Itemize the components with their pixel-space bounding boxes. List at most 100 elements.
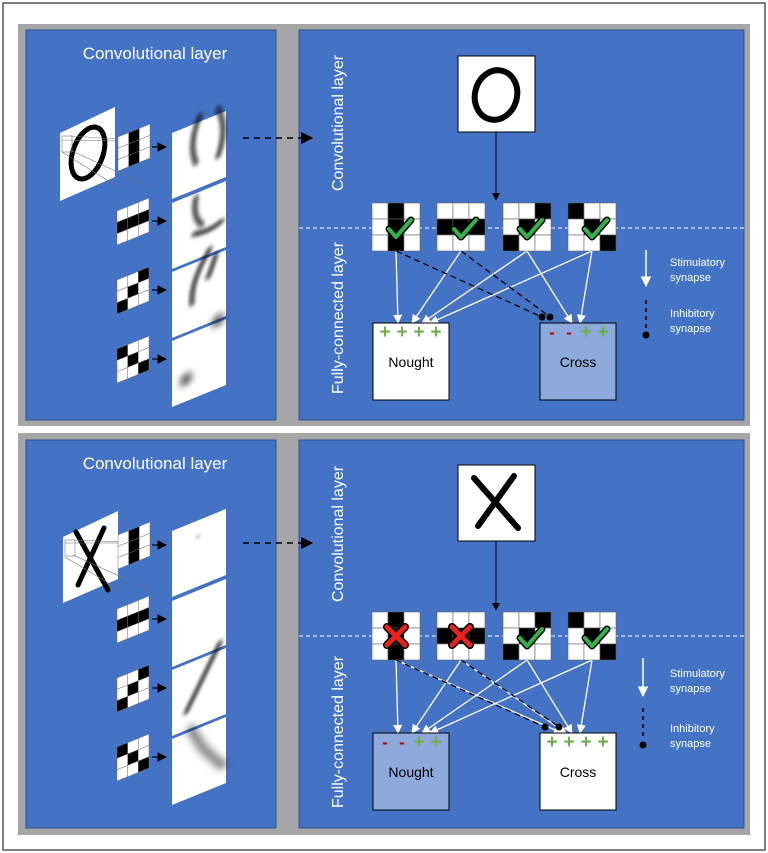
conv-filter-3 (502, 202, 552, 252)
output-box (372, 732, 450, 811)
left-title: Convolutional layer (83, 454, 228, 473)
receptive-field-lines (64, 539, 151, 591)
feature-map-3 (172, 640, 226, 736)
left-panel (25, 439, 277, 829)
left-filter-2 (116, 197, 150, 246)
plus-sign: + (580, 322, 591, 343)
left-filter-4 (116, 335, 150, 384)
conv-filter-2 (436, 202, 486, 252)
input-sample-digit (471, 473, 521, 531)
output-box (539, 322, 617, 401)
plus-sign: + (430, 732, 441, 753)
inhibitory-terminal (538, 313, 546, 321)
stimulatory-synapse (526, 250, 573, 324)
check-icon (387, 218, 413, 239)
feature-map-2 (172, 579, 226, 667)
stimulatory-synapse (393, 250, 403, 324)
output-label: Cross (560, 764, 597, 780)
stimulatory-synapse (526, 659, 573, 734)
plus-sign: + (597, 732, 608, 753)
output-box (539, 732, 617, 811)
output-nought: Nought++++ (372, 322, 450, 401)
left-title: Convolutional layer (83, 44, 228, 63)
minus-sign: - (382, 733, 388, 752)
left-filter-3 (116, 266, 150, 315)
conv-filter-3 (502, 611, 552, 661)
left-filter-1 (117, 123, 151, 172)
stimulatory-synapse (421, 659, 528, 734)
plus-sign: + (396, 322, 407, 343)
left-filter-1 (117, 521, 151, 570)
feature-map-2 (172, 181, 226, 269)
check-icon (518, 218, 544, 239)
input-digit (68, 124, 108, 182)
stimulatory-synapse (393, 659, 403, 734)
left-filter-3 (116, 664, 150, 713)
conv-layer-label: Convolutional layer (330, 465, 347, 602)
feature-map-1 (172, 106, 226, 199)
plus-sign: + (430, 322, 441, 343)
inhibitory-terminal (555, 723, 563, 731)
panel-nought: Convolutional layer Convolutional layer … (18, 24, 750, 426)
stimulatory-synapse (411, 250, 462, 324)
inhibitory-terminal (541, 723, 549, 731)
left-filter-4 (116, 733, 150, 782)
plus-sign: + (597, 322, 608, 343)
left-panel (25, 29, 277, 421)
output-cross: Cross++++ (539, 732, 617, 811)
input-sample-digit (471, 67, 521, 123)
conv-layer-label: Convolutional layer (330, 54, 347, 191)
cross-icon (383, 623, 409, 649)
plus-sign: + (563, 732, 574, 753)
synapses (393, 250, 593, 324)
stimulatory-synapse (411, 659, 462, 734)
plus-sign: + (413, 322, 424, 343)
inhibitory-synapse (395, 250, 543, 318)
inhibitory-synapse (395, 659, 546, 728)
minus-sign: - (399, 733, 405, 752)
check-icon (452, 218, 478, 239)
conv-filter-4 (567, 202, 617, 252)
check-icon (583, 627, 609, 648)
stimulatory-synapse (429, 250, 593, 324)
feature-map-3 (172, 246, 226, 338)
fc-layer-label: Fully-connected layer (330, 655, 347, 808)
fc-layer-label: Fully-connected layer (330, 241, 347, 394)
output-cross: Cross--++ (539, 322, 617, 401)
check-icon (518, 627, 544, 648)
minus-sign: - (566, 323, 572, 342)
output-nought: Nought--++ (372, 732, 450, 811)
stimulatory-synapse (576, 250, 593, 324)
conv-filter-1 (371, 202, 421, 252)
inhibitory-synapse (460, 250, 551, 318)
left-filter-2 (116, 595, 150, 644)
feature-map-1 (172, 509, 226, 597)
feature-map-4 (172, 315, 226, 407)
output-label: Cross (560, 354, 597, 370)
inhibitory-terminal (546, 313, 554, 321)
plus-sign: + (580, 732, 591, 753)
output-label: Nought (388, 764, 433, 780)
stimulatory-synapse (429, 659, 593, 734)
panel-cross: Convolutional layer Convolutional layer … (18, 433, 750, 835)
check-icon (583, 218, 609, 239)
plus-sign: + (546, 732, 557, 753)
input-digit (73, 525, 111, 593)
cross-icon (448, 623, 474, 649)
output-box (372, 322, 450, 401)
minus-sign: - (549, 323, 555, 342)
feature-map-4 (172, 717, 226, 805)
stimulatory-synapse (421, 250, 528, 324)
stimulatory-synapse (576, 659, 593, 734)
plus-sign: + (413, 732, 424, 753)
conv-filter-4 (567, 611, 617, 661)
plus-sign: + (379, 322, 390, 343)
synapses (393, 659, 593, 734)
